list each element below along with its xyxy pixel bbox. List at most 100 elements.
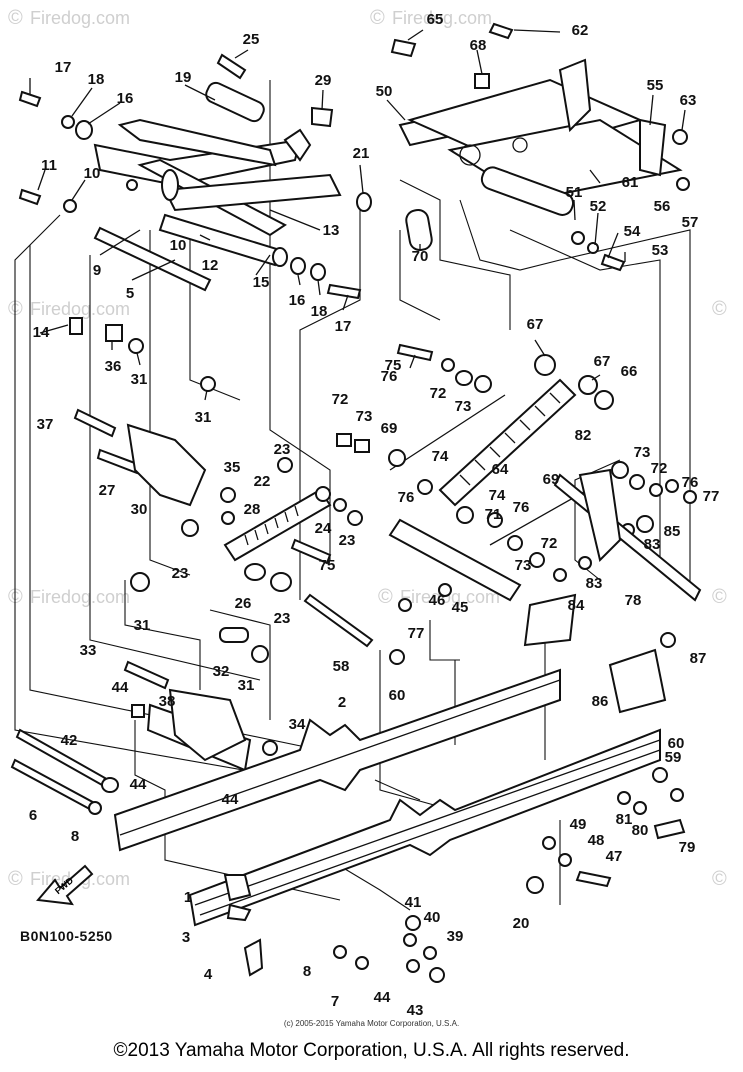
callout-24[interactable]: 24 <box>315 520 332 537</box>
callout-81[interactable]: 81 <box>616 811 633 828</box>
callout-31[interactable]: 31 <box>195 409 212 426</box>
callout-76[interactable]: 76 <box>513 499 530 516</box>
callout-28[interactable]: 28 <box>244 501 261 518</box>
callout-57[interactable]: 57 <box>682 214 699 231</box>
callout-25[interactable]: 25 <box>243 31 260 48</box>
callout-44[interactable]: 44 <box>112 679 129 696</box>
callout-9[interactable]: 9 <box>93 262 101 279</box>
callout-8[interactable]: 8 <box>71 828 79 845</box>
callout-21[interactable]: 21 <box>353 145 370 162</box>
callout-44[interactable]: 44 <box>130 776 147 793</box>
callout-73[interactable]: 73 <box>515 557 532 574</box>
callout-16[interactable]: 16 <box>289 292 306 309</box>
callout-32[interactable]: 32 <box>213 663 230 680</box>
callout-76[interactable]: 76 <box>381 368 398 385</box>
callout-59[interactable]: 59 <box>665 749 682 766</box>
callout-67[interactable]: 67 <box>527 316 544 333</box>
callout-10[interactable]: 10 <box>84 165 101 182</box>
callout-23[interactable]: 23 <box>172 565 189 582</box>
callout-65[interactable]: 65 <box>427 11 444 28</box>
callout-86[interactable]: 86 <box>592 693 609 710</box>
callout-54[interactable]: 54 <box>624 223 641 240</box>
callout-37[interactable]: 37 <box>37 416 54 433</box>
callout-56[interactable]: 56 <box>654 198 671 215</box>
callout-46[interactable]: 46 <box>429 592 446 609</box>
callout-18[interactable]: 18 <box>88 71 105 88</box>
callout-20[interactable]: 20 <box>513 915 530 932</box>
callout-71[interactable]: 71 <box>485 506 502 523</box>
callout-75[interactable]: 75 <box>385 357 402 374</box>
callout-1[interactable]: 1 <box>184 889 192 906</box>
callout-42[interactable]: 42 <box>61 732 78 749</box>
callout-40[interactable]: 40 <box>424 909 441 926</box>
callout-50[interactable]: 50 <box>376 83 393 100</box>
callout-73[interactable]: 73 <box>356 408 373 425</box>
callout-43[interactable]: 43 <box>407 1002 424 1019</box>
callout-47[interactable]: 47 <box>606 848 623 865</box>
callout-58[interactable]: 58 <box>333 658 350 675</box>
callout-73[interactable]: 73 <box>455 398 472 415</box>
callout-29[interactable]: 29 <box>315 72 332 89</box>
callout-76[interactable]: 76 <box>398 489 415 506</box>
callout-68[interactable]: 68 <box>470 37 487 54</box>
callout-53[interactable]: 53 <box>652 242 669 259</box>
callout-10[interactable]: 10 <box>170 237 187 254</box>
callout-22[interactable]: 22 <box>254 473 271 490</box>
callout-34[interactable]: 34 <box>289 716 306 733</box>
callout-64[interactable]: 64 <box>492 461 509 478</box>
callout-36[interactable]: 36 <box>105 358 122 375</box>
callout-70[interactable]: 70 <box>412 248 429 265</box>
callout-44[interactable]: 44 <box>374 989 391 1006</box>
callout-6[interactable]: 6 <box>29 807 37 824</box>
callout-45[interactable]: 45 <box>452 599 469 616</box>
callout-7[interactable]: 7 <box>331 993 339 1010</box>
callout-31[interactable]: 31 <box>134 617 151 634</box>
callout-60[interactable]: 60 <box>668 735 685 752</box>
callout-83[interactable]: 83 <box>586 575 603 592</box>
callout-30[interactable]: 30 <box>131 501 148 518</box>
callout-16[interactable]: 16 <box>117 90 134 107</box>
callout-80[interactable]: 80 <box>632 822 649 839</box>
callout-73[interactable]: 73 <box>634 444 651 461</box>
callout-66[interactable]: 66 <box>621 363 638 380</box>
callout-78[interactable]: 78 <box>625 592 642 609</box>
callout-72[interactable]: 72 <box>430 385 447 402</box>
callout-87[interactable]: 87 <box>690 650 707 667</box>
callout-75[interactable]: 75 <box>319 557 336 574</box>
callout-19[interactable]: 19 <box>175 69 192 86</box>
callout-69[interactable]: 69 <box>381 420 398 437</box>
callout-18[interactable]: 18 <box>311 303 328 320</box>
callout-60[interactable]: 60 <box>389 687 406 704</box>
callout-44[interactable]: 44 <box>222 791 239 808</box>
callout-49[interactable]: 49 <box>570 816 587 833</box>
callout-15[interactable]: 15 <box>253 274 270 291</box>
callout-76[interactable]: 76 <box>682 474 699 491</box>
callout-31[interactable]: 31 <box>238 677 255 694</box>
callout-67[interactable]: 67 <box>594 353 611 370</box>
callout-74[interactable]: 74 <box>432 448 449 465</box>
callout-79[interactable]: 79 <box>679 839 696 856</box>
callout-63[interactable]: 63 <box>680 92 697 109</box>
callout-5[interactable]: 5 <box>126 285 134 302</box>
callout-11[interactable]: 11 <box>41 157 57 174</box>
callout-77[interactable]: 77 <box>408 625 425 642</box>
callout-41[interactable]: 41 <box>405 894 422 911</box>
callout-38[interactable]: 38 <box>159 693 176 710</box>
callout-84[interactable]: 84 <box>568 597 585 614</box>
callout-61[interactable]: 61 <box>622 174 639 191</box>
callout-8[interactable]: 8 <box>303 963 311 980</box>
callout-77[interactable]: 77 <box>703 488 720 505</box>
callout-33[interactable]: 33 <box>80 642 97 659</box>
callout-72[interactable]: 72 <box>541 535 558 552</box>
callout-72[interactable]: 72 <box>332 391 349 408</box>
callout-2[interactable]: 2 <box>338 694 346 711</box>
callout-23[interactable]: 23 <box>339 532 356 549</box>
callout-74[interactable]: 74 <box>489 487 506 504</box>
callout-17[interactable]: 17 <box>335 318 352 335</box>
callout-62[interactable]: 62 <box>572 22 589 39</box>
callout-12[interactable]: 12 <box>202 257 219 274</box>
callout-82[interactable]: 82 <box>575 427 592 444</box>
callout-14[interactable]: 14 <box>33 324 50 341</box>
callout-23[interactable]: 23 <box>274 441 291 458</box>
callout-4[interactable]: 4 <box>204 966 213 983</box>
